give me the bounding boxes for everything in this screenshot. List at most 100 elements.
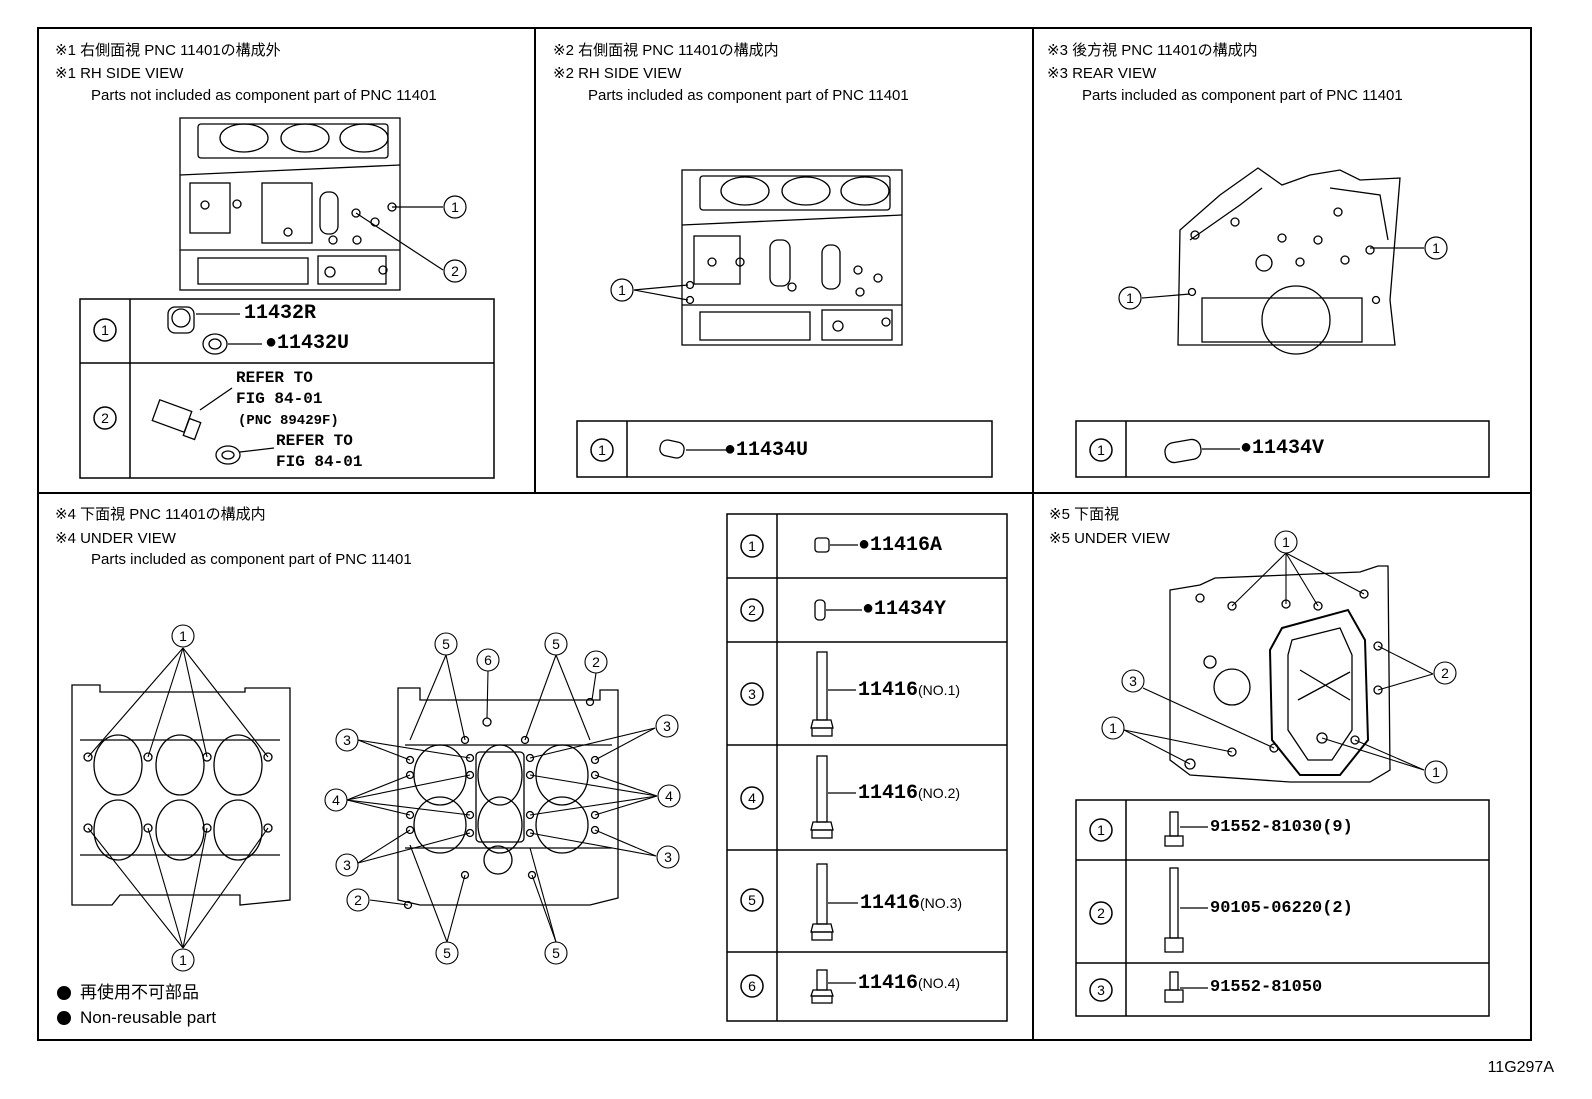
p3-title-jp: ※3 後方視 PNC 11401の構成内 xyxy=(1047,42,1258,59)
svg-text:1: 1 xyxy=(1432,764,1440,780)
p5-part-icons xyxy=(1164,811,1208,1003)
p1-part-11432R: 11432R xyxy=(244,302,317,325)
p1-refer-2: REFER TO xyxy=(276,432,353,450)
p1-refer-1: REFER TO xyxy=(236,369,313,387)
svg-text:1: 1 xyxy=(748,538,756,554)
p1-title-jp: ※1 右側面視 PNC 11401の構成外 xyxy=(55,42,281,59)
svg-text:3: 3 xyxy=(1097,982,1105,998)
p2-title-jp: ※2 右側面視 PNC 11401の構成内 xyxy=(553,42,779,59)
p4-row6-note: (NO.4) xyxy=(918,975,961,991)
p1-pnc: (PNC 89429F) xyxy=(238,413,339,429)
p4-row5-note: (NO.3) xyxy=(920,895,963,911)
svg-text:1: 1 xyxy=(101,322,109,338)
p4-part-11434Y: ●11434Y xyxy=(862,598,947,621)
p4-subtitle: Parts included as component part of PNC … xyxy=(91,551,412,568)
p3-subtitle: Parts included as component part of PNC … xyxy=(1082,87,1403,104)
svg-text:4: 4 xyxy=(748,790,756,806)
svg-text:6: 6 xyxy=(484,652,492,668)
svg-text:2: 2 xyxy=(101,410,109,426)
p1-part-11432U: ●11432U xyxy=(265,332,350,355)
p4-part-11416-no4: 11416(NO.4) xyxy=(858,972,960,995)
p1-callouts xyxy=(355,195,467,283)
p4-right-callouts xyxy=(324,632,681,965)
engine-block-rear-view xyxy=(1177,167,1401,355)
p2-part-icon xyxy=(659,439,726,459)
p4-left-callouts xyxy=(87,624,269,972)
engine-block-rh-side-view-2 xyxy=(681,169,903,346)
svg-text:3: 3 xyxy=(343,857,351,873)
engine-block-rh-side-view-1 xyxy=(179,117,401,291)
svg-text:5: 5 xyxy=(442,636,450,652)
p1-fig-1: FIG 84-01 xyxy=(236,390,323,408)
engine-block-under-view-left xyxy=(71,684,291,906)
svg-text:1: 1 xyxy=(1097,822,1105,838)
legend-bullet-2 xyxy=(57,1011,71,1025)
p4-part-icons xyxy=(810,537,862,1004)
p5-part-90105-06220: 90105-06220(2) xyxy=(1210,899,1353,918)
p2-subtitle: Parts included as component part of PNC … xyxy=(588,87,909,104)
svg-text:3: 3 xyxy=(663,718,671,734)
p4-title-jp: ※4 下面視 PNC 11401の構成内 xyxy=(55,506,266,523)
svg-text:5: 5 xyxy=(552,945,560,961)
p5-title-en: ※5 UNDER VIEW xyxy=(1049,530,1170,547)
svg-text:4: 4 xyxy=(665,788,673,804)
svg-text:1: 1 xyxy=(598,442,606,458)
panel-grid xyxy=(37,27,1532,1041)
svg-text:2: 2 xyxy=(592,654,600,670)
legend-jp: 再使用不可部品 xyxy=(80,983,199,1002)
figure-id: 11G297A xyxy=(1487,1059,1554,1076)
p1-fig-2: FIG 84-01 xyxy=(276,453,363,471)
p3-table xyxy=(1075,420,1490,478)
svg-text:3: 3 xyxy=(748,686,756,702)
p5-callouts xyxy=(1101,530,1457,784)
p4-part-11416-no2: 11416(NO.2) xyxy=(858,782,960,805)
svg-text:2: 2 xyxy=(748,602,756,618)
p1-title-en: ※1 RH SIDE VIEW xyxy=(55,65,184,82)
p2-callouts xyxy=(610,278,689,302)
p3-callouts xyxy=(1118,236,1448,310)
p4-table xyxy=(726,513,1008,1022)
p4-row3-note: (NO.1) xyxy=(918,682,961,698)
p4-row4-note: (NO.2) xyxy=(918,785,961,801)
svg-text:3: 3 xyxy=(664,849,672,865)
p4-title-en: ※4 UNDER VIEW xyxy=(55,530,176,547)
p5-title-jp: ※5 下面視 xyxy=(1049,506,1120,523)
p5-table xyxy=(1075,799,1490,1017)
svg-text:3: 3 xyxy=(343,732,351,748)
p5-part-91552-81050: 91552-81050 xyxy=(1210,978,1323,997)
engine-block-under-view-panel5 xyxy=(1169,565,1391,783)
svg-text:4: 4 xyxy=(332,792,340,808)
svg-text:5: 5 xyxy=(552,636,560,652)
p4-part-11416-no3: 11416(NO.3) xyxy=(860,892,962,915)
svg-text:1: 1 xyxy=(1126,290,1134,306)
p3-part-11434V: ●11434V xyxy=(1240,437,1325,460)
legend-bullet-1 xyxy=(57,986,71,1000)
svg-text:1: 1 xyxy=(1282,534,1290,550)
p4-row4-part: 11416 xyxy=(858,782,919,805)
svg-text:1: 1 xyxy=(618,282,626,298)
svg-text:3: 3 xyxy=(1129,673,1137,689)
svg-text:1: 1 xyxy=(1097,442,1105,458)
svg-text:2: 2 xyxy=(1441,665,1449,681)
svg-text:1: 1 xyxy=(1432,240,1440,256)
svg-text:2: 2 xyxy=(354,892,362,908)
p4-part-11416A: ●11416A xyxy=(858,534,943,557)
p1-subtitle: Parts not included as component part of … xyxy=(91,87,437,104)
p4-row5-part: 11416 xyxy=(860,892,921,915)
svg-text:1: 1 xyxy=(1109,720,1117,736)
legend-en: Non-reusable part xyxy=(80,1008,217,1027)
p3-title-en: ※3 REAR VIEW xyxy=(1047,65,1157,82)
svg-text:1: 1 xyxy=(179,628,187,644)
svg-text:6: 6 xyxy=(748,978,756,994)
p4-row3-part: 11416 xyxy=(858,679,919,702)
svg-text:2: 2 xyxy=(451,263,459,279)
svg-text:2: 2 xyxy=(1097,905,1105,921)
p1-table xyxy=(79,298,495,479)
svg-text:1: 1 xyxy=(451,199,459,215)
p5-part-91552-81030: 91552-81030(9) xyxy=(1210,818,1353,837)
p2-table xyxy=(576,420,993,478)
engine-block-under-view-right xyxy=(397,687,619,910)
svg-text:5: 5 xyxy=(443,945,451,961)
